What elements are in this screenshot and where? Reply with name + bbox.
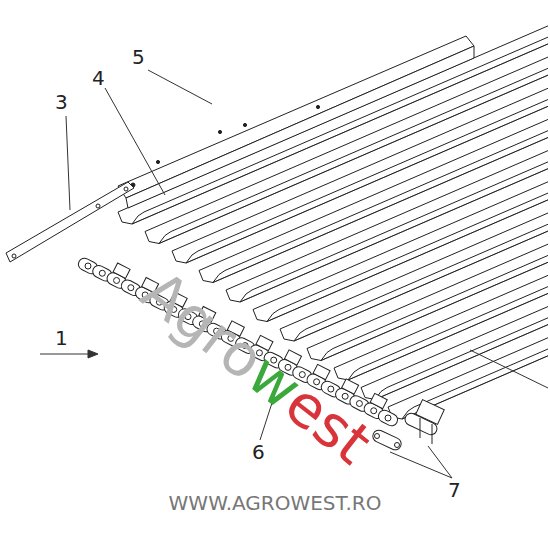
leader-lines bbox=[40, 70, 548, 478]
flat-bar bbox=[6, 182, 134, 262]
website-url: WWW.AGROWEST.RO bbox=[169, 493, 382, 513]
callout-number: 5 bbox=[132, 47, 145, 67]
callout-number: 3 bbox=[55, 92, 68, 112]
callout-number: 4 bbox=[92, 68, 105, 88]
callout-number: 7 bbox=[448, 480, 461, 500]
slats bbox=[118, 0, 548, 419]
angle-bar bbox=[118, 36, 474, 208]
callout-number: 1 bbox=[55, 328, 68, 348]
callout-number: 6 bbox=[252, 442, 265, 462]
